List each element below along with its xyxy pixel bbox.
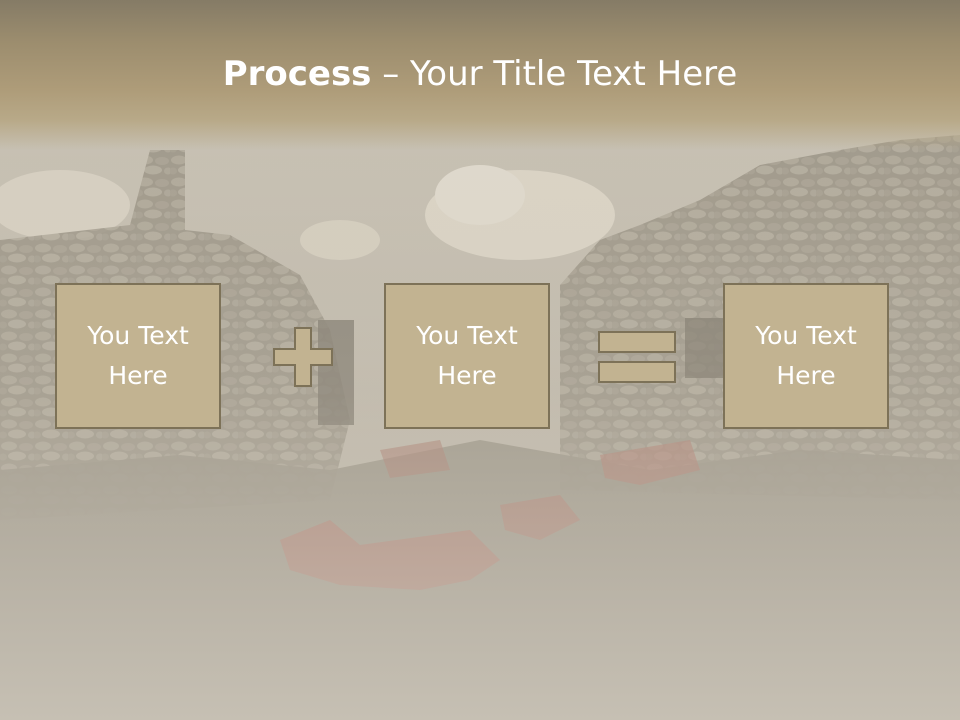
process-box-1[interactable]: You Text Here	[55, 283, 221, 429]
equals-icon	[598, 331, 676, 383]
plus-icon	[273, 327, 333, 387]
process-box-2[interactable]: You Text Here	[384, 283, 550, 429]
slide-title[interactable]: Process – Your Title Text Here	[0, 52, 960, 96]
process-box-3[interactable]: You Text Here	[723, 283, 889, 429]
title-band	[0, 0, 960, 150]
title-bold-part: Process	[222, 54, 372, 94]
process-box-3-label: You Text Here	[755, 321, 857, 390]
process-box-2-label: You Text Here	[416, 321, 518, 390]
process-box-1-label: You Text Here	[87, 321, 189, 390]
title-rest-part: – Your Title Text Here	[371, 54, 738, 94]
